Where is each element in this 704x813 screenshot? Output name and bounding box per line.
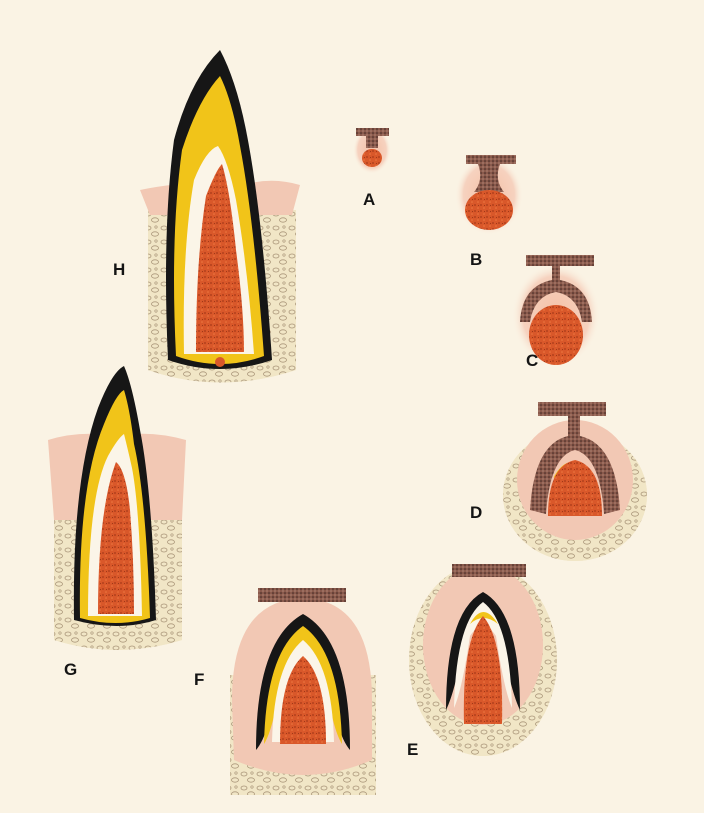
stage-d-bell-stage: [503, 402, 647, 561]
label-c: C: [526, 352, 538, 369]
stage-h-apical-foramen: [215, 357, 225, 367]
label-d: D: [470, 504, 482, 521]
label-e: E: [407, 741, 418, 758]
stage-e-crown-formation: [409, 564, 557, 756]
label-h: H: [113, 261, 125, 278]
label-g: G: [64, 661, 77, 678]
stage-d-oral-epithelium: [538, 402, 606, 416]
stage-a-bud: [362, 149, 382, 167]
stage-b-oral-epithelium: [466, 155, 516, 164]
stage-a-dental-lamina: [366, 136, 378, 148]
stage-c-oral-epithelium: [526, 255, 594, 266]
stage-f-oral-epithelium: [258, 588, 346, 602]
stage-e-oral-epithelium: [452, 564, 526, 577]
stage-h-mature-tooth: [140, 50, 300, 383]
label-b: B: [470, 251, 482, 268]
stage-a-oral-epithelium: [356, 128, 389, 136]
stage-a-tooth-bud: [353, 126, 391, 174]
label-a: A: [363, 191, 375, 208]
stage-g-eruption: [48, 366, 186, 650]
stage-b-bud: [465, 190, 513, 230]
stage-b-tooth-bud: [455, 155, 523, 235]
stage-f-root-formation: [230, 588, 376, 795]
label-f: F: [194, 671, 204, 688]
